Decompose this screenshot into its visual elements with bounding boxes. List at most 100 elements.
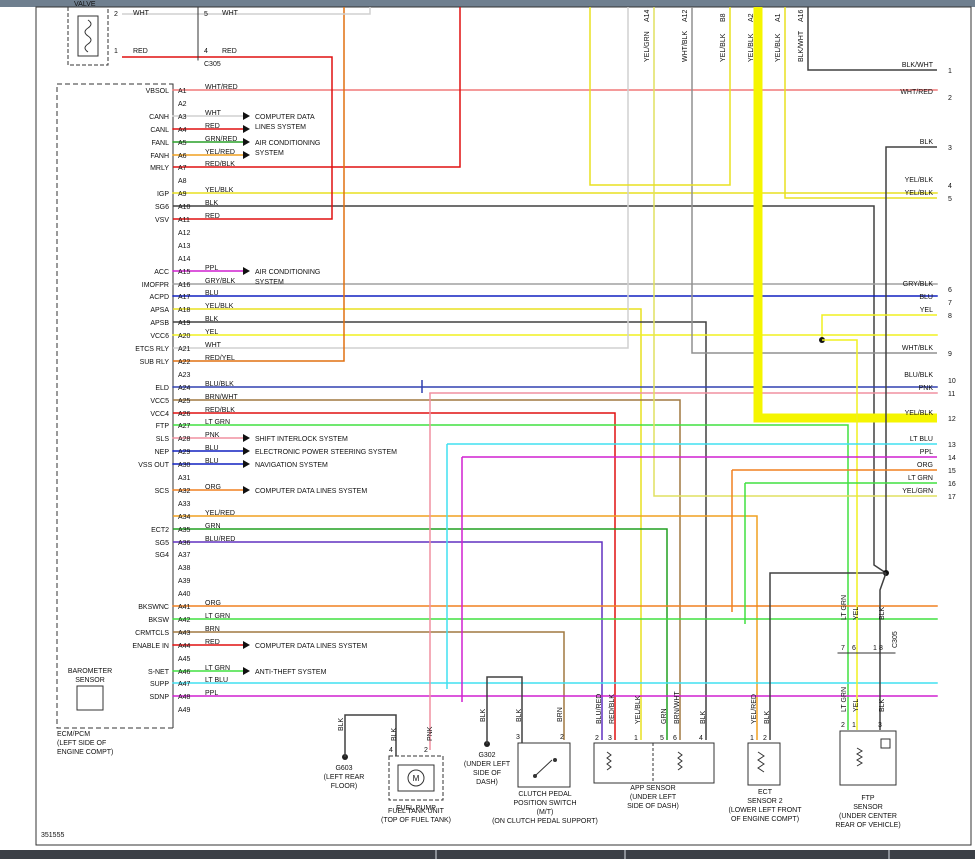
ecm-pin-name: ACC (154, 269, 169, 276)
harness-wire-label: YEL/BLK (905, 190, 934, 197)
wire-color-label: YEL/RED (205, 510, 235, 517)
ftp-sensor-label: FTP (861, 795, 875, 802)
ecm-pin-id: A25 (178, 398, 191, 405)
harness-wire-label: YEL/BLK (905, 410, 934, 417)
wire-color-label: YEL/BLK (635, 695, 642, 724)
wire-color-label: YEL (205, 329, 218, 336)
harness-number: 5 (948, 196, 952, 203)
wire (173, 7, 345, 362)
harness-number: 14 (948, 455, 956, 462)
arrowhead (243, 434, 250, 442)
wire-color-label: BLK (338, 717, 345, 731)
system-label: SYSTEM (255, 279, 284, 286)
top-pin-label: A12 (682, 9, 689, 22)
wire-color-label: LT BLU (205, 677, 228, 684)
ecm-pin-name: APSA (150, 307, 169, 314)
ftp-sensor-symbol (839, 730, 897, 786)
wire (173, 7, 629, 349)
ecm-pin-name: VCC6 (150, 333, 169, 340)
system-label: AIR CONDITIONING (255, 140, 320, 147)
ecm-pin-id: A23 (178, 372, 191, 379)
ecm-pin-id: A9 (178, 191, 187, 198)
wire-color-label: BLK (879, 606, 886, 620)
harness-number: 9 (948, 351, 952, 358)
ecm-label: (LEFT SIDE OF (57, 740, 106, 747)
fuel-tank-unit-label: (TOP OF FUEL TANK) (381, 817, 451, 824)
wire-color-label: ORG (205, 600, 221, 607)
harness-number: 2 (948, 95, 952, 102)
ecm-pin-id: A29 (178, 449, 191, 456)
wire-color-label: BLK (391, 727, 398, 741)
wire (173, 308, 642, 740)
ect-label: OF ENGINE COMPT) (731, 816, 799, 823)
wire (173, 424, 849, 730)
ecm-pin-name: CRMTCLS (135, 630, 169, 637)
wire-color-label: GRN (205, 523, 221, 530)
wire-yel-grn (653, 7, 937, 497)
wire-highlight-yel-blk (753, 7, 937, 423)
ecm-pin-id: A36 (178, 540, 191, 547)
wire-blk (769, 572, 886, 740)
ecm-pin-id: A45 (178, 656, 191, 663)
ecm-pin-id: A38 (178, 565, 191, 572)
ecm-pin-id: A17 (178, 294, 191, 301)
ecm-pin-name: CANL (150, 127, 169, 134)
clutch-label: (M/T) (537, 809, 554, 816)
ecm-pin-id: A16 (178, 282, 191, 289)
wire-color-label: BLK (480, 708, 487, 722)
wire-color-label: BRN (557, 707, 564, 722)
ecm-pin-name: IMOFPR (142, 282, 169, 289)
ecm-label: ECM/PCM (57, 731, 90, 738)
ecm-pin-id: A10 (178, 204, 191, 211)
wire-color-label: YEL/RED (205, 149, 235, 156)
clutch-switch-symbol (517, 742, 571, 788)
ecm-pin-id: A27 (178, 423, 191, 430)
wire (173, 321, 707, 740)
system-label: COMPUTER DATA LINES SYSTEM (255, 488, 367, 495)
wire-color-label: BLU/RED (596, 694, 603, 724)
top-pin-label: A1 (775, 13, 782, 22)
wire-color-label: RED (205, 213, 220, 220)
pin-number: 2 (763, 735, 767, 742)
fuel-pump-symbol (388, 755, 444, 801)
wire-color-label: BRN/WHT (205, 394, 238, 401)
ecm-pin-name: VBSOL (146, 88, 169, 95)
pin-number: 2 (424, 747, 428, 754)
ecm-pin-id: A41 (178, 604, 191, 611)
wire (173, 56, 333, 220)
wire-color-label: YEL/RED (751, 694, 758, 724)
harness-wire-label: BLK (920, 139, 934, 146)
clutch-label: CLUTCH PEDAL (518, 791, 571, 798)
ftp-sensor-label: SENSOR (853, 804, 883, 811)
ecm-pin-name: SG5 (155, 540, 169, 547)
ecm-pin-name: IGP (157, 191, 169, 198)
wire-color-label: LT GRN (205, 613, 230, 620)
ecm-pin-name: SG6 (155, 204, 169, 211)
pin-number: 2 (595, 735, 599, 742)
ecm-pin-name: VCC4 (150, 411, 169, 418)
ecm-pin-id: A48 (178, 694, 191, 701)
fuel-tank-unit-label: FUEL TANK UNIT (388, 808, 445, 815)
ecm-pin-id: A20 (178, 333, 191, 340)
ect-sensor-symbol (747, 742, 781, 786)
ecm-pin-id: A24 (178, 385, 191, 392)
ecm-pin-id: A32 (178, 488, 191, 495)
wire-color-label: PPL (205, 690, 218, 697)
harness-number: 8 (948, 313, 952, 320)
wire-layer (122, 6, 938, 757)
wire-color-label: YEL/BLK (205, 187, 234, 194)
wire-color-label: BLU (205, 290, 219, 297)
ecm-pin-id: A3 (178, 114, 187, 121)
pin-number: 1 (634, 735, 638, 742)
pin-number: 2 (841, 722, 845, 729)
harness-number: 17 (948, 494, 956, 501)
valve-pin: 1 (114, 48, 118, 55)
ecm-pin-name: SLS (156, 436, 170, 443)
barometer-label: BAROMETER (68, 668, 112, 675)
wire-color-label: LT GRN (841, 687, 848, 712)
ecm-pin-id: A2 (178, 101, 187, 108)
wire-color-label: RED/BLK (609, 694, 616, 724)
top-wire-label: YEL/BLK (775, 33, 782, 62)
wire-color-label: RED/BLK (205, 161, 235, 168)
ecm-pin-id: A1 (178, 88, 187, 95)
